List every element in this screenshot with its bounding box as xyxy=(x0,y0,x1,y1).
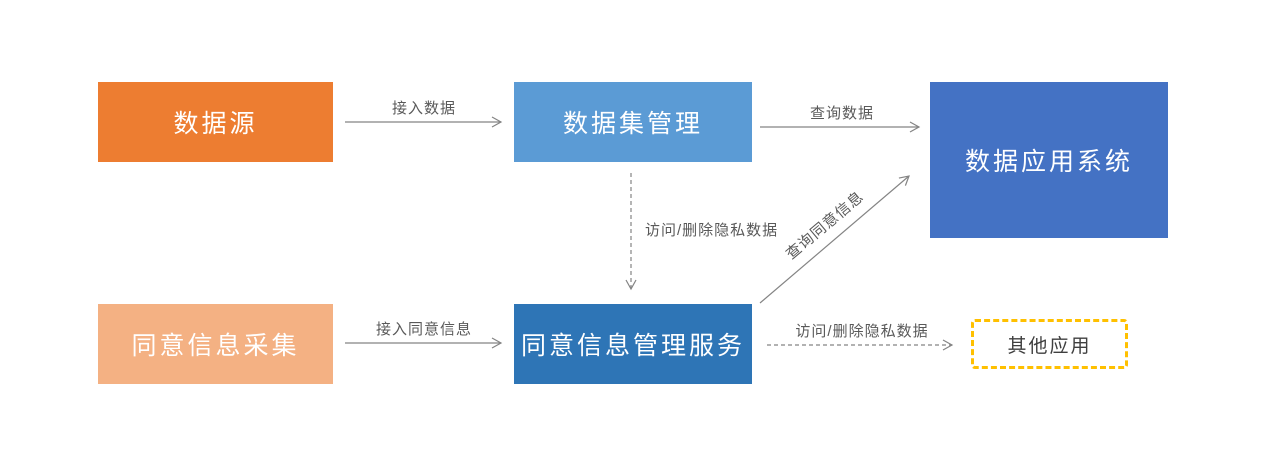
node-consent-info-management-service-label: 同意信息管理服务 xyxy=(520,332,745,360)
node-dataset-management: 数据集管理 xyxy=(514,82,752,162)
edge-label-access-delete-private: 访问/删除隐私数据 xyxy=(645,222,778,239)
edge-label-query-consent: 查询同意信息 xyxy=(782,187,867,263)
node-other-applications-label: 其他应用 xyxy=(1007,335,1092,357)
edge-query-consent xyxy=(759,175,910,304)
node-consent-info-collection: 同意信息采集 xyxy=(98,304,333,384)
node-data-application-system-label: 数据应用系统 xyxy=(964,148,1133,176)
node-data-source-label: 数据源 xyxy=(173,110,258,138)
node-data-application-system: 数据应用系统 xyxy=(930,82,1168,238)
edge-label-access-delete-private-2: 访问/删除隐私数据 xyxy=(795,323,928,340)
node-data-source: 数据源 xyxy=(98,82,333,162)
node-other-applications: 其他应用 xyxy=(971,319,1128,369)
edge-label-ingest-data: 接入数据 xyxy=(392,100,456,117)
edge-label-ingest-consent: 接入同意信息 xyxy=(376,320,472,338)
node-consent-info-management-service: 同意信息管理服务 xyxy=(514,304,752,384)
node-consent-info-collection-label: 同意信息采集 xyxy=(131,332,300,360)
edge-label-query-data: 查询数据 xyxy=(810,105,874,122)
node-dataset-management-label: 数据集管理 xyxy=(562,110,703,138)
